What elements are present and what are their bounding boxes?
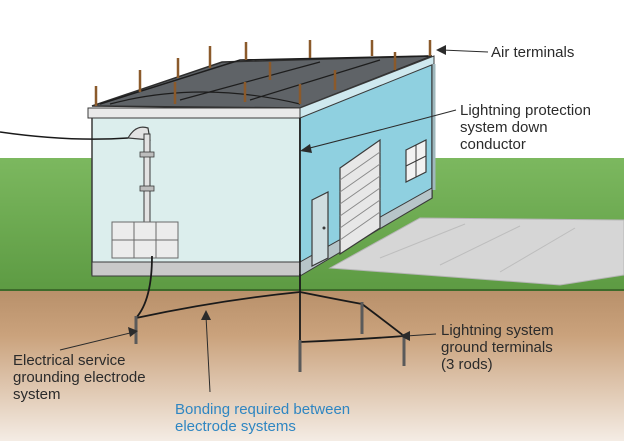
label-down-conductor: Lightning protection system down conduct… [460, 102, 591, 153]
label-ground-terminals: Lightning system ground terminals (3 rod… [441, 322, 554, 373]
service-mast [144, 134, 150, 226]
label-air-terminals: Air terminals [491, 44, 574, 61]
label-electrical-service: Electrical service grounding electrode s… [13, 352, 146, 403]
label-bonding: Bonding required between electrode syste… [175, 401, 350, 435]
meter-boxes [112, 222, 178, 258]
side-door [312, 192, 328, 266]
